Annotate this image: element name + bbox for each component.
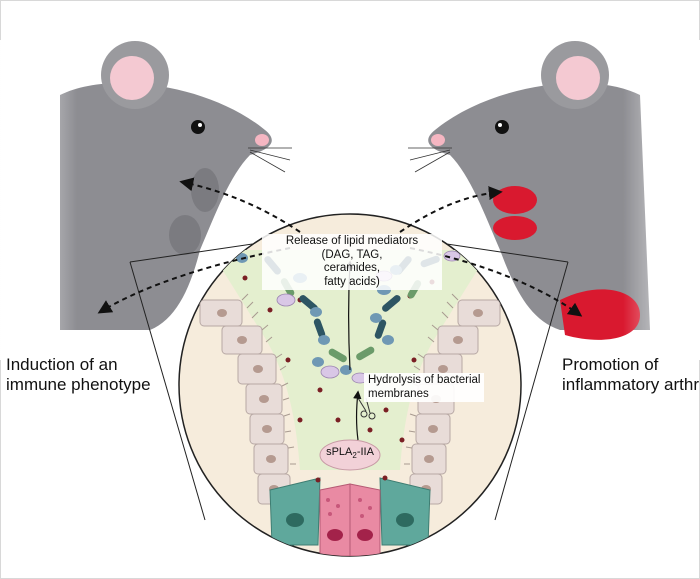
nuclei xyxy=(217,309,483,493)
hydrolysis-arrow xyxy=(353,390,362,441)
enzyme-prefix: sPLA xyxy=(326,446,353,458)
mouse-right xyxy=(408,40,700,360)
arrow-to-right-body xyxy=(409,247,583,317)
spla2-enzyme-blob xyxy=(319,439,381,471)
left-outcome-line-2: immune phenotype xyxy=(6,375,151,395)
gut-section xyxy=(178,213,522,557)
enzyme-subscript: 2 xyxy=(352,451,357,461)
left-outcome-line-1: Induction of an xyxy=(6,355,118,374)
mouse-right-nose xyxy=(431,134,445,146)
right-outcome-label: Promotion of inflammatory arthritis xyxy=(562,355,700,395)
right-outcome-line-2: inflammatory arthritis xyxy=(562,375,700,395)
right-outcome-line-1: Promotion of xyxy=(562,355,659,374)
release-line-2: (DAG, TAG, xyxy=(321,248,383,261)
crypt-base-cells xyxy=(269,477,431,556)
release-label: Release of lipid mediators (DAG, TAG, ce… xyxy=(262,234,442,291)
release-line-4: fatty acids) xyxy=(324,275,380,288)
hydrolysis-line-1: Hydrolysis of bacterial xyxy=(368,374,481,386)
release-line-1: Release of lipid mediators xyxy=(285,235,419,247)
enzyme-label: sPLA2-IIA xyxy=(318,446,382,461)
hydrolysis-line-2: membranes xyxy=(368,387,429,400)
arrow-to-right-paw xyxy=(399,186,503,233)
mouse-left-nose xyxy=(255,134,269,146)
dashed-arrows xyxy=(97,177,583,317)
enzyme-suffix: -IIA xyxy=(356,446,374,458)
hydrolysis-label: Hydrolysis of bacterial membranes xyxy=(364,373,485,403)
left-outcome-label: Induction of an immune phenotype xyxy=(6,355,151,395)
mouse-left xyxy=(0,40,292,360)
release-line-3: ceramides, xyxy=(323,262,381,275)
arrow-to-left-paw xyxy=(179,177,301,233)
